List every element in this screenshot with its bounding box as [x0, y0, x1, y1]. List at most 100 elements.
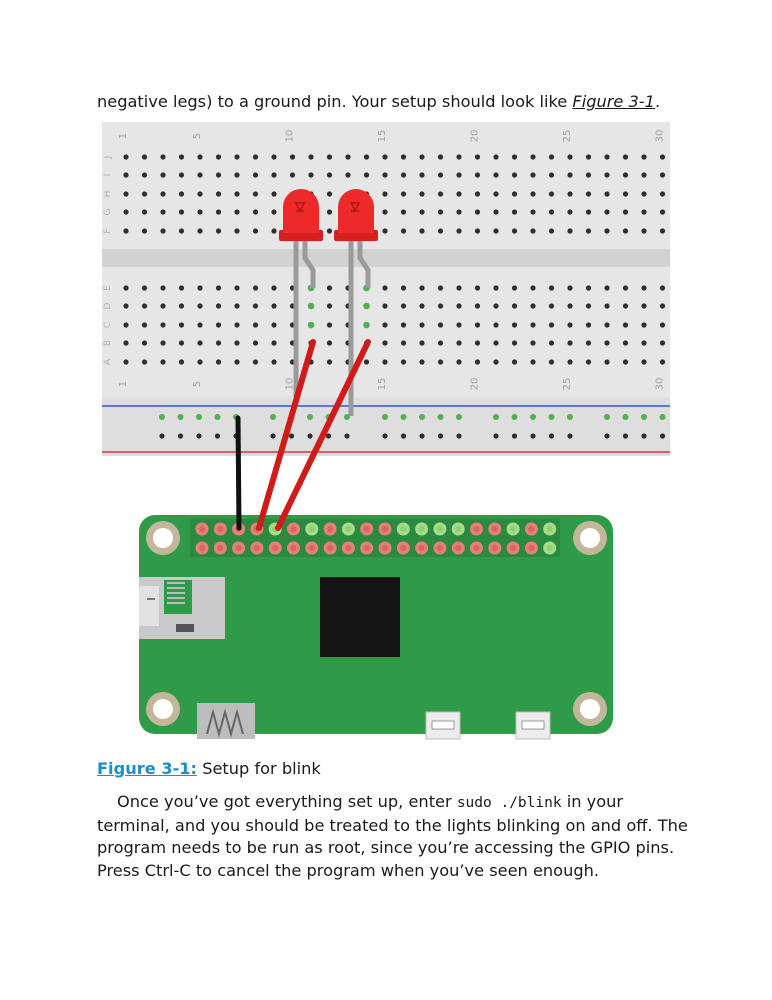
- breadboard-hole: [493, 285, 499, 291]
- gpio-pin-center: [455, 544, 462, 552]
- gpio-pin-center: [235, 544, 242, 552]
- column-label-top: 30: [655, 130, 666, 143]
- rail-hole-active: [548, 414, 555, 420]
- breadboard-hole: [511, 228, 518, 234]
- breadboard-hole: [400, 303, 407, 309]
- gpio-pin-center: [308, 525, 315, 533]
- rail-hole-active: [456, 414, 462, 420]
- breadboard-hole: [567, 191, 573, 197]
- intro-text: negative legs) to a ground pin. Your set…: [97, 92, 573, 111]
- rail-hole-active: [567, 414, 573, 420]
- breadboard-hole: [548, 359, 555, 365]
- breadboard-center-channel: [102, 249, 670, 267]
- gpio-pin-center: [272, 544, 279, 552]
- breadboard-hole: [215, 359, 222, 365]
- paragraph-line-4: Press Ctrl-C to cancel the program when …: [97, 860, 600, 880]
- breadboard-hole: [567, 285, 573, 291]
- rail-hole-active: [307, 414, 313, 420]
- breadboard-hole: [659, 191, 666, 197]
- gpio-pin-center: [253, 544, 261, 552]
- breadboard-holes: [123, 154, 666, 439]
- breadboard-hole: [363, 359, 370, 365]
- breadboard-hole: [567, 303, 573, 309]
- figure-label-link[interactable]: Figure 3-1:: [97, 759, 198, 778]
- breadboard-hole: [123, 172, 129, 178]
- breadboard-hole: [382, 285, 388, 291]
- breadboard-hole: [456, 154, 462, 160]
- breadboard-hole: [474, 322, 481, 328]
- breadboard-hole: [585, 359, 592, 365]
- breadboard-hole: [326, 340, 333, 346]
- breadboard-hole: [271, 359, 277, 365]
- breadboard-hole: [548, 209, 555, 215]
- breadboard-hole: [567, 154, 573, 160]
- breadboard-hole: [548, 303, 555, 309]
- breadboard-hole: [474, 285, 481, 291]
- figure-caption: Figure 3-1: Setup for blink: [97, 759, 321, 778]
- microsd-card-slot: [139, 577, 225, 639]
- breadboard-hole: [160, 228, 166, 234]
- rail-hole: [288, 433, 295, 439]
- rail-hole-active: [382, 414, 388, 420]
- breadboard-hole: [123, 228, 129, 234]
- breadboard-hole: [622, 359, 629, 365]
- breadboard-hole: [400, 154, 407, 160]
- row-label: D: [103, 302, 113, 309]
- breadboard-hole: [197, 303, 203, 309]
- breadboard-hole: [548, 228, 555, 234]
- rail-hole: [548, 433, 555, 439]
- rail-hole-active: [400, 414, 407, 420]
- breadboard-hole: [474, 228, 481, 234]
- breadboard-hole: [437, 154, 444, 160]
- breadboard-hole: [308, 172, 314, 178]
- led-1-anvil: [294, 202, 306, 213]
- breadboard-hole: [215, 340, 222, 346]
- breadboard-hole: [622, 154, 629, 160]
- gpio-pin-center: [400, 544, 407, 552]
- intro-text-line: negative legs) to a ground pin. Your set…: [97, 91, 660, 113]
- breadboard-hole: [659, 322, 666, 328]
- rail-hole: [419, 433, 425, 439]
- red-led-1: [279, 189, 323, 397]
- rail-hole: [196, 433, 202, 439]
- breadboard-hole: [252, 154, 259, 160]
- breadboard-hole: [604, 285, 610, 291]
- breadboard-hole: [197, 209, 203, 215]
- breadboard-hole: [234, 172, 240, 178]
- gpio-pin-center: [290, 525, 297, 533]
- breadboard-hole: [493, 209, 499, 215]
- breadboard-hole: [271, 322, 277, 328]
- breadboard-hole: [641, 285, 647, 291]
- figure-reference-link[interactable]: Figure 3-1: [572, 92, 655, 111]
- power-rail-strip: [102, 398, 670, 456]
- breadboard-hole: [604, 303, 610, 309]
- breadboard-hole: [474, 172, 481, 178]
- breadboard-hole: [326, 228, 333, 234]
- paragraph-line-2: terminal, and you should be treated to t…: [97, 815, 688, 835]
- breadboard-hole: [493, 322, 499, 328]
- breadboard-hole: [141, 228, 148, 234]
- breadboard-hole: [622, 322, 629, 328]
- breadboard-hole: [511, 154, 518, 160]
- breadboard-hole: [400, 359, 407, 365]
- breadboard-hole: [382, 191, 388, 197]
- gpio-pin-center: [455, 525, 462, 533]
- gpio-pin-center: [290, 544, 297, 552]
- breadboard-hole: [585, 209, 592, 215]
- breadboard-hole: [160, 172, 166, 178]
- gpio-pin-center: [528, 525, 535, 533]
- breadboard-hole: [511, 359, 518, 365]
- breadboard-hole: [123, 340, 129, 346]
- breadboard-hole: [641, 191, 647, 197]
- black-ground-wire: [235, 415, 242, 531]
- breadboard-hole: [382, 228, 388, 234]
- breadboard-hole: [141, 209, 148, 215]
- gpio-pin-center: [308, 544, 315, 552]
- breadboard-hole: [252, 172, 259, 178]
- column-label-top: 25: [562, 130, 573, 143]
- rail-hole-active: [437, 414, 444, 420]
- rail-hole-active: [419, 414, 425, 420]
- breadboard-hole: [641, 209, 647, 215]
- breadboard-hole: [234, 359, 240, 365]
